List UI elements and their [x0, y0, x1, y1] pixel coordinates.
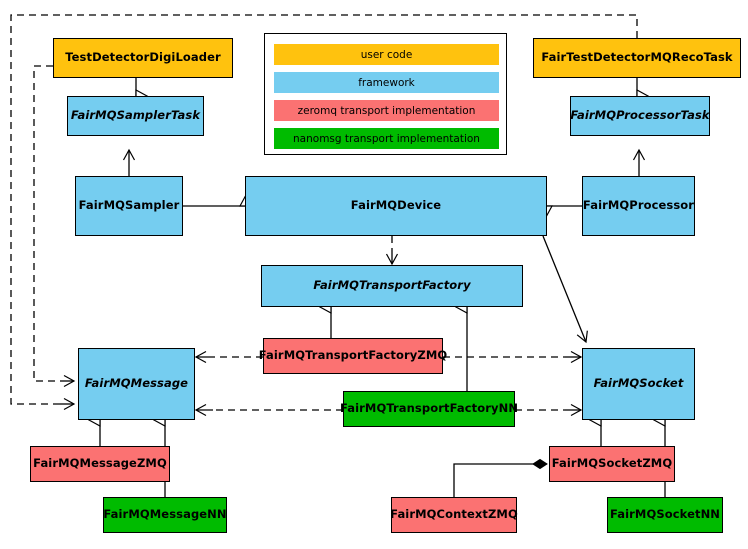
edge-socketzmq-composes-contextzmq: [453, 458, 548, 497]
class-name-label: FairMQTransportFactoryNN: [339, 401, 519, 416]
class-box-fair-mq-transport-factory[interactable]: FairMQTransportFactory: [261, 265, 523, 307]
class-box-fair-mq-socket-zmq[interactable]: FairMQSocketZMQ: [549, 446, 675, 482]
class-box-fair-mq-context-zmq[interactable]: FairMQContextZMQ: [390, 497, 518, 533]
legend-label: framework: [358, 76, 415, 89]
class-box-fair-mq-sampler-task[interactable]: FairMQSamplerTask: [67, 96, 204, 136]
class-name-label: FairMQSocketNN: [609, 507, 721, 522]
legend-item-zeromq: zeromq transport implementation: [274, 100, 499, 121]
class-box-fair-mq-message-zmq[interactable]: FairMQMessageZMQ: [30, 446, 170, 482]
class-name-label: FairMQSocket: [593, 376, 684, 391]
legend-item-framework: framework: [274, 72, 499, 93]
class-name-label: TestDetectorDigiLoader: [65, 50, 221, 65]
legend-label: zeromq transport implementation: [297, 104, 476, 117]
edge-device-uses-socket: [542, 235, 588, 344]
class-box-fair-mq-transport-factory-zmq[interactable]: FairMQTransportFactoryZMQ: [259, 338, 447, 374]
legend-item-nanomsg: nanomsg transport implementation: [274, 128, 499, 149]
edge-digiloader-to-message: [33, 65, 60, 382]
edge-recotask-to-message: [10, 14, 638, 405]
class-name-label: FairMQContextZMQ: [390, 507, 518, 522]
legend-item-user-code: user code: [274, 44, 499, 65]
class-name-label: FairMQTransportFactory: [313, 278, 471, 293]
class-name-label: FairMQSampler: [78, 198, 180, 213]
class-box-fair-mq-device[interactable]: FairMQDevice: [245, 176, 547, 236]
class-box-fair-mq-sampler[interactable]: FairMQSampler: [75, 176, 183, 236]
class-name-label: FairMQProcessorTask: [570, 108, 710, 123]
legend-label: user code: [360, 48, 413, 61]
class-box-fair-mq-message[interactable]: FairMQMessage: [78, 348, 195, 420]
class-box-fair-mq-transport-factory-nn[interactable]: FairMQTransportFactoryNN: [339, 391, 519, 427]
class-name-label: FairMQSamplerTask: [70, 108, 201, 123]
class-box-fair-mq-processor-task[interactable]: FairMQProcessorTask: [570, 96, 710, 136]
class-box-fair-mq-message-nn[interactable]: FairMQMessageNN: [103, 497, 227, 533]
class-name-label: FairTestDetectorMQRecoTask: [541, 50, 733, 65]
class-name-label: FairMQTransportFactoryZMQ: [258, 348, 448, 363]
class-name-label: FairMQMessageZMQ: [33, 456, 167, 471]
class-name-label: FairMQProcessor: [582, 198, 695, 213]
class-name-label: FairMQMessage: [84, 376, 189, 391]
class-name-label: FairMQMessageNN: [103, 507, 227, 522]
class-box-fair-test-detector-mq-reco-task[interactable]: FairTestDetectorMQRecoTask: [533, 38, 741, 78]
legend: user code framework zeromq transport imp…: [264, 33, 507, 155]
class-box-fair-mq-processor[interactable]: FairMQProcessor: [582, 176, 695, 236]
class-name-label: FairMQSocketZMQ: [551, 456, 673, 471]
class-box-fair-mq-socket-nn[interactable]: FairMQSocketNN: [607, 497, 723, 533]
legend-label: nanomsg transport implementation: [293, 132, 480, 145]
class-box-fair-mq-socket[interactable]: FairMQSocket: [582, 348, 695, 420]
class-name-label: FairMQDevice: [350, 198, 442, 213]
class-box-test-detector-digi-loader[interactable]: TestDetectorDigiLoader: [53, 38, 233, 78]
